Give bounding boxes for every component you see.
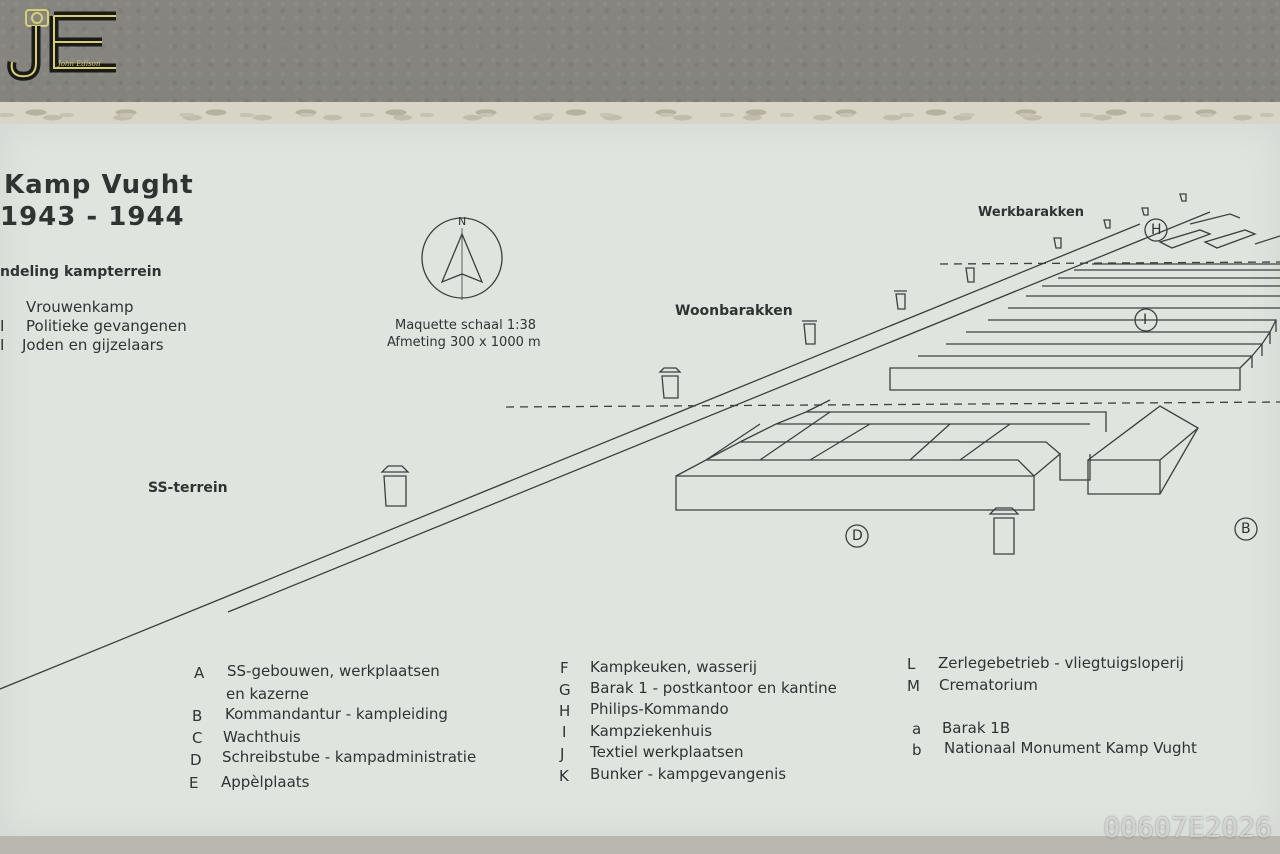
boundary-dashed-1 xyxy=(939,261,1280,265)
legend-key: F xyxy=(560,659,569,677)
division-label-3: Joden en gijzelaars xyxy=(22,336,164,354)
living-barracks-drawing xyxy=(889,263,1280,391)
marker-i-circle xyxy=(1134,308,1158,332)
legend-key: G xyxy=(559,681,571,699)
legend-key: L xyxy=(907,655,916,673)
division-label-2: Politieke gevangenen xyxy=(26,317,187,335)
plaque-title-line2: 1943 - 1944 xyxy=(0,202,185,232)
legend-key: M xyxy=(907,677,920,695)
compass-icon xyxy=(421,217,503,300)
division-mark-3: I xyxy=(0,336,5,354)
legend-text: SS-gebouwen, werkplaatsen xyxy=(227,662,440,680)
photo-stamp: 00607E2026 xyxy=(1103,811,1272,844)
dimension-text: Afmeting 300 x 1000 m xyxy=(387,335,541,350)
legend-text: Crematorium xyxy=(939,676,1038,694)
division-label-1: Vrouwenkamp xyxy=(26,298,134,316)
legend-key: A xyxy=(194,664,205,682)
logo-name: John Edison xyxy=(58,60,101,68)
legend-text: Kampkeuken, wasserij xyxy=(590,658,758,676)
marker-b: B xyxy=(1241,521,1251,537)
legend-key: H xyxy=(559,702,571,720)
legend-text: Philips-Kommando xyxy=(590,700,729,718)
legend-text: en kazerne xyxy=(226,685,309,703)
legend-key: E xyxy=(189,774,199,792)
legend-text: Textiel werkplaatsen xyxy=(590,743,744,761)
marker-d-circle xyxy=(845,524,869,548)
legend-text: Kampziekenhuis xyxy=(590,722,713,740)
legend-key: J xyxy=(560,745,565,763)
marker-i: I xyxy=(1143,312,1148,328)
plaque-title-line1: Kamp Vught xyxy=(4,170,194,200)
marker-h-circle xyxy=(1144,218,1168,242)
legend-key: I xyxy=(562,723,567,741)
road-line-1 xyxy=(0,223,1141,690)
road-line-2 xyxy=(227,211,1211,613)
compass-north-label: N xyxy=(458,215,467,228)
camp-map-drawing xyxy=(0,193,1280,690)
guard-towers-drawing xyxy=(380,193,1187,555)
marker-d: D xyxy=(852,528,863,544)
legend-text: Wachthuis xyxy=(223,728,301,746)
legend-text: Appèlplaats xyxy=(221,773,310,791)
legend-key: b xyxy=(912,741,922,759)
camera-logo-icon xyxy=(7,9,116,81)
legend-key: a xyxy=(912,720,922,738)
legend-text: Zerlegebetrieb - vliegtuigsloperij xyxy=(938,654,1184,672)
division-heading: ndeling kampterrein xyxy=(0,264,162,280)
legend-text: Kommandantur - kampleiding xyxy=(225,705,448,723)
legend-text: Schreibstube - kampadministratie xyxy=(222,748,477,766)
marker-b-circle xyxy=(1234,517,1258,541)
scale-text: Maquette schaal 1:38 xyxy=(395,318,537,333)
label-ss-terrein: SS-terrein xyxy=(148,480,228,496)
division-mark-2: I xyxy=(0,317,5,335)
legend-text: Nationaal Monument Kamp Vught xyxy=(944,739,1197,757)
legend-key: K xyxy=(559,767,569,785)
label-werkbarakken: Werkbarakken xyxy=(978,205,1085,220)
label-woonbarakken: Woonbarakken xyxy=(675,303,793,319)
legend-text: Barak 1B xyxy=(942,719,1011,737)
boundary-dashed-2 xyxy=(505,401,1280,408)
legend-key: D xyxy=(190,751,202,769)
plaque-bottom-edge xyxy=(0,836,1280,854)
work-barracks-drawing xyxy=(1158,213,1280,249)
plaque-edge xyxy=(0,102,1280,128)
ss-complex-drawing xyxy=(675,399,1199,511)
legend-text: Barak 1 - postkantoor en kantine xyxy=(590,679,837,697)
marker-h: H xyxy=(1151,222,1162,238)
legend-key: B xyxy=(192,707,203,725)
legend-key: C xyxy=(192,729,203,747)
legend-text: Bunker - kampgevangenis xyxy=(590,765,787,783)
